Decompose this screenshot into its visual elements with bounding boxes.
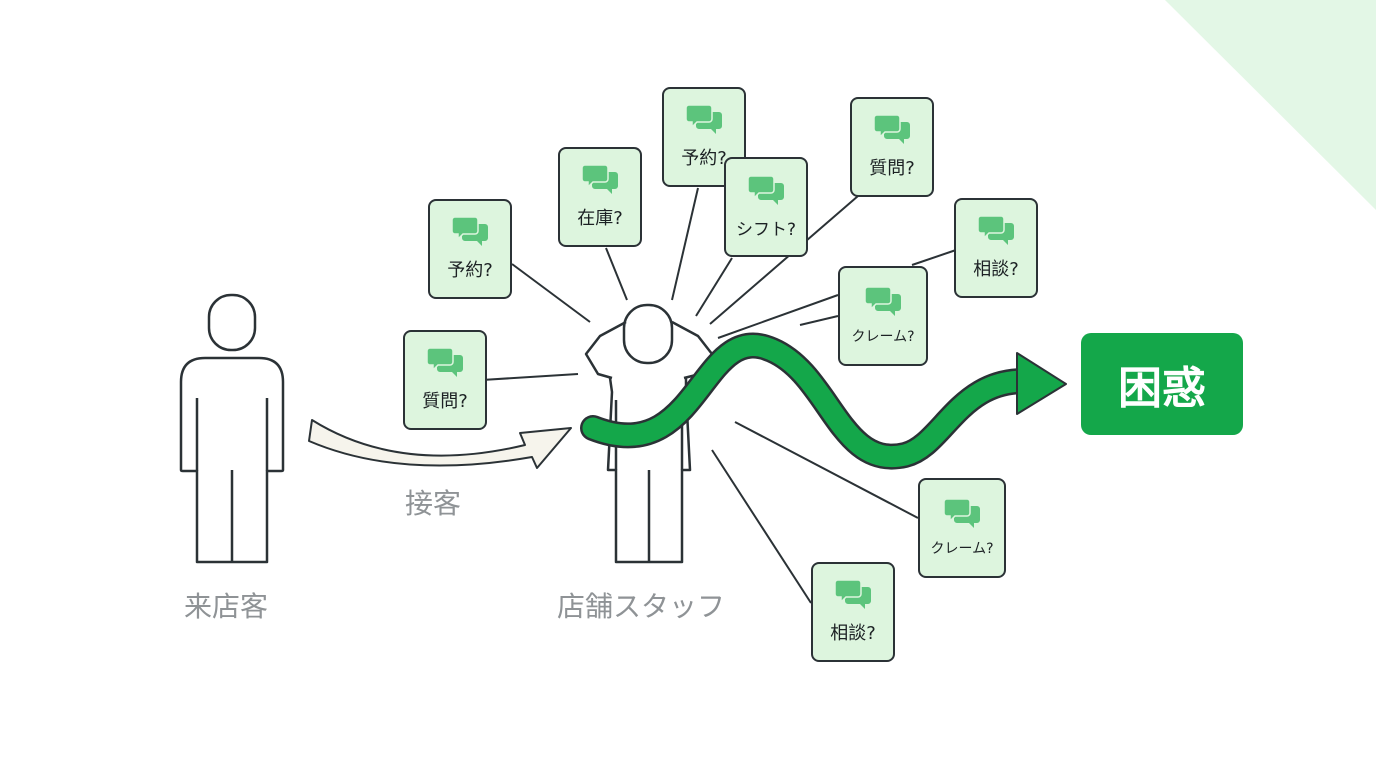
question-bubble-soudan-bottom: 相談? [811,562,895,662]
connector-line [695,257,733,317]
connector-line [671,187,699,301]
question-bubble-zaiko: 在庫? [558,147,642,247]
question-label: 予約? [447,260,493,281]
question-label: クレーム? [930,541,994,557]
chat-bubbles-icon [834,579,871,609]
question-label: 予約? [681,148,727,169]
question-bubble-claim-upper: クレーム? [838,266,928,366]
question-label: 相談? [973,259,1019,280]
connector-line [481,373,579,381]
person-icon [179,293,285,564]
chat-bubbles-icon [581,164,618,194]
connector-line [605,247,628,301]
staff-label: 店舗スタッフ [557,590,726,623]
question-bubble-claim-lower: クレーム? [918,478,1006,578]
chat-bubbles-icon [685,104,722,134]
service-label: 接客 [405,487,462,520]
question-bubble-shitsumon-right: 質問? [850,97,934,197]
chat-bubbles-icon [451,216,488,246]
question-bubble-shift: シフト? [724,157,808,257]
question-label: クレーム? [851,329,915,345]
chat-bubbles-icon [873,114,910,144]
connector-line [711,449,812,604]
question-bubble-yoyaku-left: 予約? [428,199,512,299]
connector-line [911,249,957,266]
chat-bubbles-icon [977,215,1014,245]
question-label: 質問? [869,158,915,179]
curved-arrow-icon [308,419,572,469]
question-label: 在庫? [577,208,623,229]
question-label: シフト? [735,219,797,240]
connector-lines [481,187,957,604]
confusion-label: 困惑 [1118,363,1206,414]
confusion-badge: 困惑 [1081,333,1243,435]
question-label: 質問? [422,391,468,412]
connector-line [799,315,839,326]
question-bubble-shitsumon-left: 質問? [403,330,487,430]
connector-line [511,263,591,323]
corner-decoration [1165,0,1376,210]
connector-line [709,195,859,325]
connector-line [734,421,919,519]
connector-line [717,294,839,339]
customer-label: 来店客 [184,590,269,623]
chat-bubbles-icon [864,286,901,316]
question-bubble-soudan-right: 相談? [954,198,1038,298]
chat-bubbles-icon [747,174,784,205]
question-label: 相談? [830,623,876,644]
wavy-arrow-icon [580,332,1067,470]
chat-bubbles-icon [943,498,980,528]
chat-bubbles-icon [426,347,463,377]
